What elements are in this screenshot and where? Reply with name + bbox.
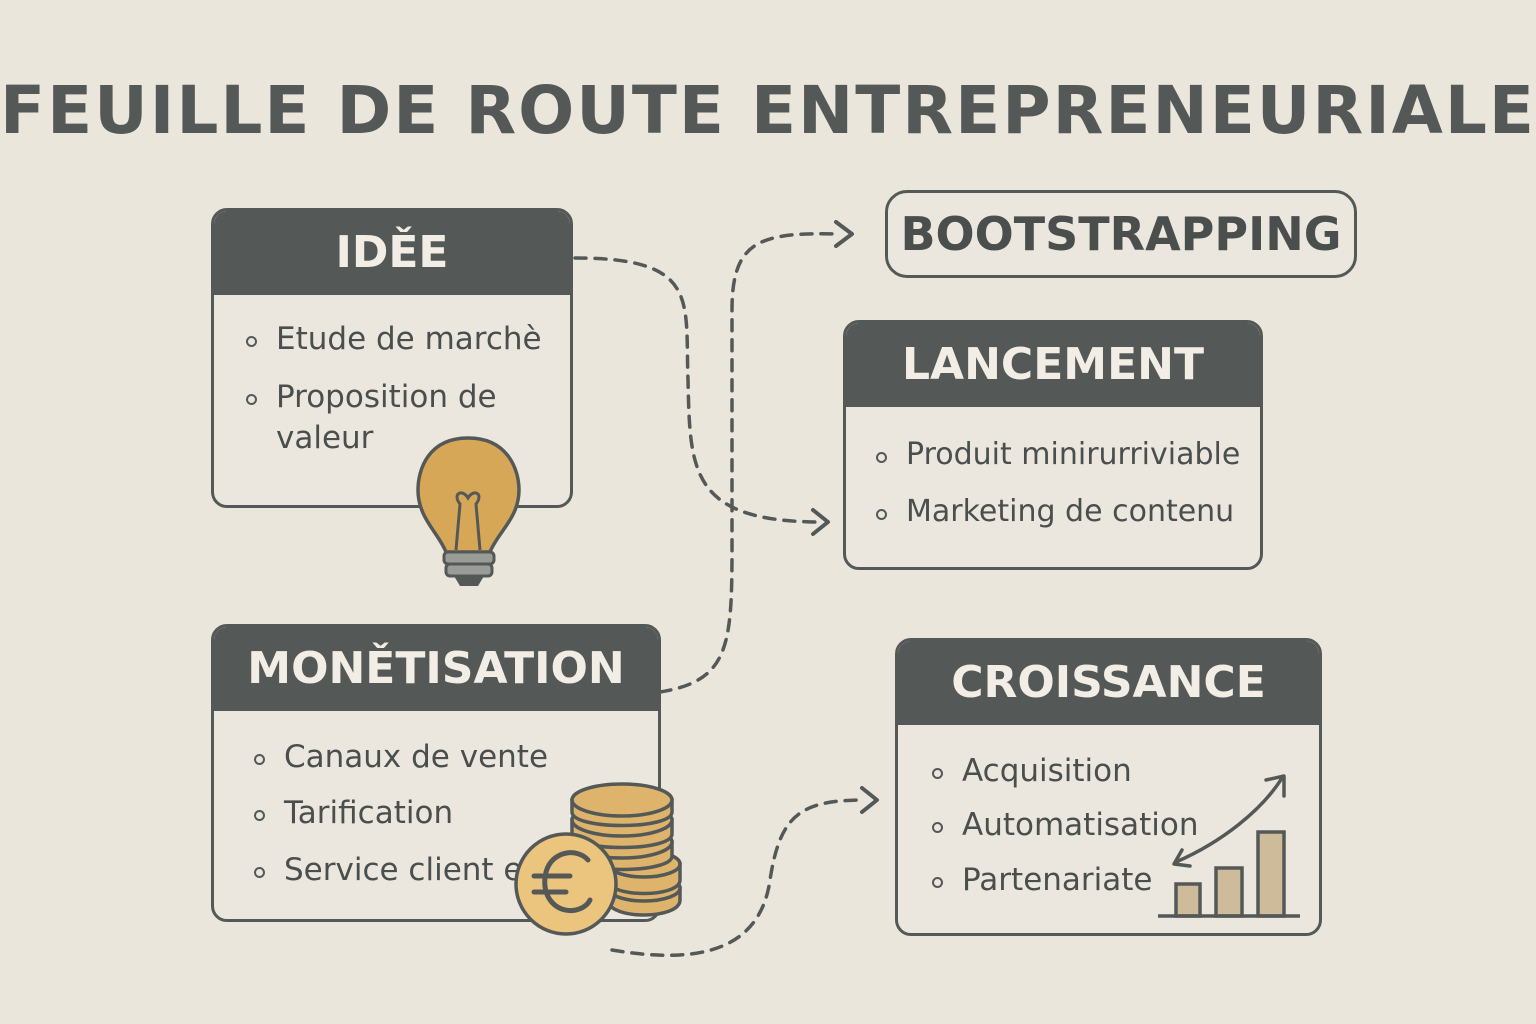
- list-item: Canaux de vente: [250, 737, 648, 777]
- connector-monetisation-croissance: [610, 798, 867, 957]
- card-monetisation-body: Canaux de vente Tarification Service cli…: [214, 711, 658, 890]
- list-item: Marketing de contenu: [872, 492, 1256, 531]
- arrowhead-lancement: [811, 508, 830, 536]
- list-item: Acquisition: [928, 751, 1309, 791]
- arrowhead-croissance: [860, 786, 879, 814]
- bootstrapping-box: BOOTSTRAPPING: [885, 190, 1357, 278]
- card-monetisation: MONĚTISATION Canaux de vente Tarificatio…: [211, 624, 661, 922]
- card-croissance: CROISSANCE Acquisition Automatisation Pa…: [895, 638, 1322, 936]
- card-idee-body: Etude de marchè Proposition de valeur: [214, 295, 570, 480]
- arrowhead-bootstrapping: [834, 220, 854, 248]
- list-item: Service client e: [250, 850, 648, 890]
- card-lancement: LANCEMENT Produit minirurriviable Market…: [843, 320, 1263, 570]
- list-item: Proposition de valeur: [242, 377, 526, 458]
- card-croissance-body: Acquisition Automatisation Partenariate: [898, 725, 1319, 900]
- card-idee-header: IDĚE: [214, 211, 570, 295]
- page-title: FEUILLE DE ROUTE ENTREPRENEURIALE: [0, 72, 1536, 149]
- list-item: Produit minirurriviable: [872, 435, 1256, 474]
- list-item: Tarification: [250, 793, 648, 833]
- card-idee: IDĚE Etude de marchè Proposition de vale…: [211, 208, 573, 508]
- list-item: Automatisation: [928, 805, 1309, 845]
- card-lancement-body: Produit minirurriviable Marketing de con…: [846, 407, 1260, 531]
- list-item: Partenariate: [928, 860, 1309, 900]
- connector-monetisation-bootstrapping: [658, 231, 842, 694]
- card-lancement-header: LANCEMENT: [846, 323, 1260, 407]
- list-item: Etude de marchè: [242, 319, 542, 359]
- card-monetisation-header: MONĚTISATION: [214, 627, 658, 711]
- card-croissance-header: CROISSANCE: [898, 641, 1319, 725]
